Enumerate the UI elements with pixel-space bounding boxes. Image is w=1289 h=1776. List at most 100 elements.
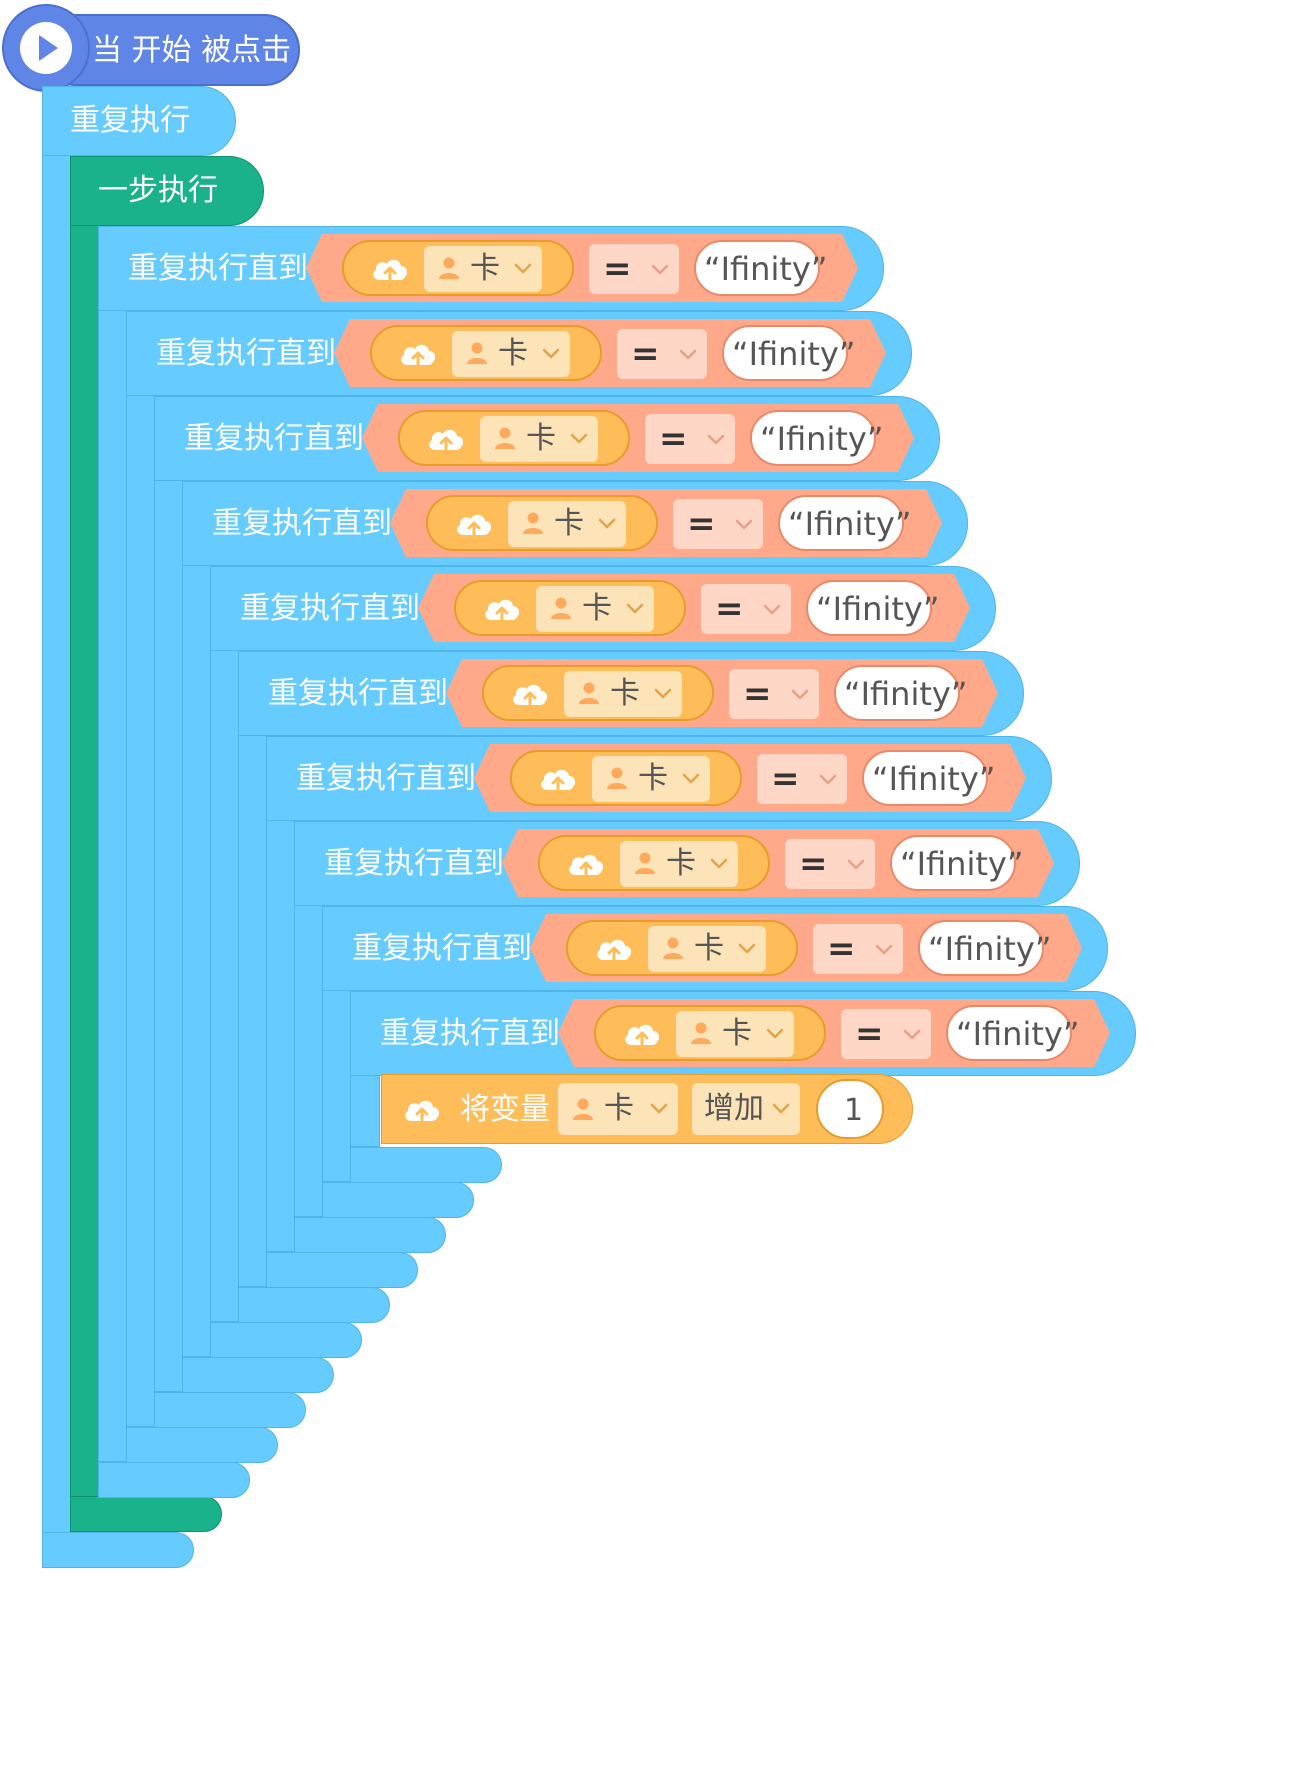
user-icon — [551, 597, 571, 619]
repeat-until-label: 重复执行直到 — [352, 931, 532, 966]
variable-name: 卡 — [604, 1091, 634, 1126]
repeat-until-label: 重复执行直到 — [156, 336, 336, 371]
operator-dropdown[interactable]: = — [645, 414, 735, 464]
cloud-variable-icon — [405, 1100, 440, 1124]
operator-dropdown[interactable]: = — [785, 839, 875, 889]
operator-dropdown[interactable]: = — [729, 669, 819, 719]
amount-input[interactable]: 1 — [816, 1079, 884, 1139]
string-value-input[interactable]: “Ifinity” — [862, 750, 995, 806]
change-variable-label: 将变量 — [460, 1092, 550, 1127]
chevron-down-icon — [738, 943, 756, 954]
chevron-down-icon — [654, 688, 672, 699]
cloud-variable-reporter[interactable]: 卡 — [370, 325, 602, 381]
cloud-variable-reporter[interactable]: 卡 — [426, 495, 658, 551]
repeat-until-label: 重复执行直到 — [324, 846, 504, 881]
string-value-input[interactable]: “Ifinity” — [722, 325, 855, 381]
cloud-variable-reporter[interactable]: 卡 — [454, 580, 686, 636]
chevron-down-icon — [651, 264, 669, 275]
cloud-variable-reporter[interactable]: 卡 — [398, 410, 630, 466]
string-value-input[interactable]: “Ifinity” — [890, 835, 1023, 891]
repeat-until-label: 重复执行直到 — [184, 421, 364, 456]
repeat-until-label: 重复执行直到 — [296, 761, 476, 796]
variable-name: 卡 — [722, 1016, 752, 1051]
string-value-input[interactable]: “Ifinity” — [694, 240, 827, 296]
start-hat-circle[interactable] — [2, 4, 90, 92]
cloud-variable-reporter[interactable]: 卡 — [594, 1005, 826, 1061]
chevron-down-icon — [679, 349, 697, 360]
variable-dropdown[interactable]: 卡 — [620, 841, 738, 887]
cloud-variable-reporter[interactable]: 卡 — [342, 240, 574, 296]
string-value-input[interactable]: “Ifinity” — [750, 410, 883, 466]
cloud-variable-icon — [513, 684, 548, 708]
variable-dropdown[interactable]: 卡 — [508, 501, 626, 547]
operator-symbol: = — [659, 419, 688, 459]
variable-dropdown[interactable]: 卡 — [536, 586, 654, 632]
chevron-down-icon — [819, 774, 837, 785]
variable-dropdown[interactable]: 卡 — [452, 331, 570, 377]
operator-dropdown[interactable]: = — [589, 244, 679, 294]
user-icon — [663, 937, 683, 959]
action-dropdown[interactable]: 增加 — [692, 1083, 800, 1135]
forever-header[interactable] — [42, 86, 236, 156]
variable-dropdown[interactable]: 卡 — [424, 246, 542, 292]
change-variable-block[interactable]: 将变量 卡 增加 1 — [381, 1074, 913, 1144]
string-value-input[interactable]: “Ifinity” — [918, 920, 1051, 976]
repeat-until-label: 重复执行直到 — [268, 676, 448, 711]
string-value: “Ifinity” — [928, 930, 1052, 968]
variable-name: 卡 — [498, 336, 528, 371]
user-icon — [607, 767, 627, 789]
variable-dropdown[interactable]: 卡 — [592, 756, 710, 802]
string-value: “Ifinity” — [760, 420, 884, 458]
repeat-until-block[interactable] — [154, 396, 184, 1392]
repeat-until-block[interactable] — [238, 651, 268, 1287]
cloud-variable-reporter[interactable]: 卡 — [510, 750, 742, 806]
cloud-variable-reporter[interactable]: 卡 — [538, 835, 770, 891]
variable-dropdown[interactable]: 卡 — [564, 671, 682, 717]
cloud-variable-reporter[interactable]: 卡 — [482, 665, 714, 721]
string-value-input[interactable]: “Ifinity” — [778, 495, 911, 551]
chevron-down-icon — [570, 433, 588, 444]
operator-dropdown[interactable]: = — [673, 499, 763, 549]
operator-dropdown[interactable]: = — [841, 1009, 931, 1059]
repeat-until-bottom-cap — [210, 1322, 362, 1358]
variable-dropdown[interactable]: 卡 — [558, 1083, 678, 1135]
operator-dropdown[interactable]: = — [617, 329, 707, 379]
user-icon — [635, 852, 655, 874]
variable-dropdown[interactable]: 卡 — [676, 1011, 794, 1057]
user-icon — [523, 512, 543, 534]
repeat-until-label: 重复执行直到 — [380, 1016, 560, 1051]
variable-name: 卡 — [582, 591, 612, 626]
chevron-down-icon — [847, 859, 865, 870]
operator-dropdown[interactable]: = — [813, 924, 903, 974]
repeat-until-block[interactable] — [210, 566, 240, 1322]
repeat-until-block[interactable] — [126, 311, 156, 1427]
user-icon — [691, 1022, 711, 1044]
repeat-until-bottom-cap — [322, 1182, 474, 1218]
variable-name: 卡 — [554, 506, 584, 541]
step-bottom-cap — [70, 1496, 222, 1532]
repeat-until-bottom-cap — [350, 1147, 502, 1183]
variable-dropdown[interactable]: 卡 — [648, 926, 766, 972]
operator-symbol: = — [827, 929, 856, 969]
cloud-variable-reporter[interactable]: 卡 — [566, 920, 798, 976]
variable-name: 卡 — [666, 846, 696, 881]
string-value-input[interactable]: “Ifinity” — [834, 665, 967, 721]
repeat-until-block[interactable] — [182, 481, 212, 1357]
step-execute-header[interactable] — [70, 156, 264, 226]
variable-dropdown[interactable]: 卡 — [480, 416, 598, 462]
string-value-input[interactable]: “Ifinity” — [946, 1005, 1079, 1061]
string-value: “Ifinity” — [956, 1015, 1080, 1053]
operator-dropdown[interactable]: = — [701, 584, 791, 634]
repeat-until-block[interactable] — [98, 226, 128, 1462]
step-execute-block[interactable] — [70, 156, 100, 1532]
string-value-input[interactable]: “Ifinity” — [806, 580, 939, 636]
operator-dropdown[interactable]: = — [757, 754, 847, 804]
chevron-down-icon — [903, 1029, 921, 1040]
forever-block[interactable] — [42, 86, 72, 1566]
repeat-until-bottom-cap — [154, 1392, 306, 1428]
play-icon — [20, 22, 72, 74]
hat-label: 当 开始 被点击 — [92, 33, 292, 68]
forever-bottom-cap — [42, 1532, 194, 1568]
operator-symbol: = — [631, 334, 660, 374]
user-icon — [579, 682, 599, 704]
